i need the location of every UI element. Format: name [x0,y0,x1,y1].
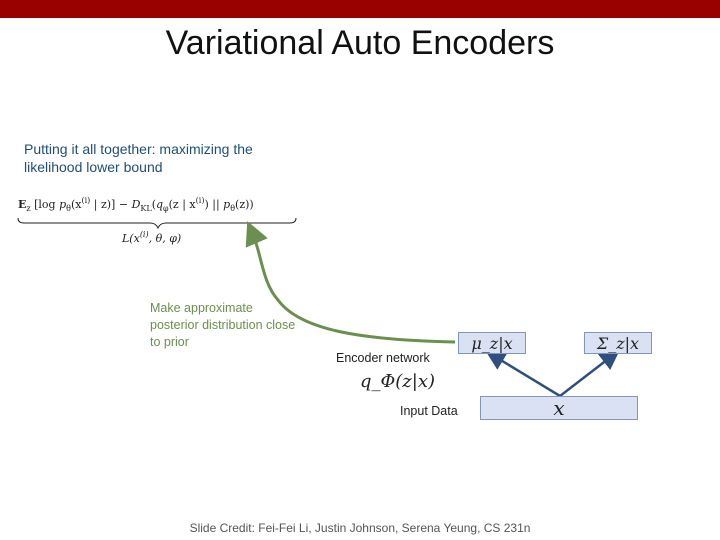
top-accent-bar [0,0,720,18]
green-callout-arrow [245,220,456,344]
mu-label: μ_z|x [471,333,513,353]
intro-text: Putting it all together: maximizing the … [24,141,253,175]
x-label: x [553,396,565,420]
slide-title: Variational Auto Encoders [165,24,555,62]
callout-text: Make approximate posterior distribution … [150,301,296,349]
sigma-label: Σ_z|x [596,333,640,353]
mu-box: μ_z|x [458,332,526,354]
input-x-box: x [480,396,638,420]
formula-expression: Ez [log pθ(x(i) | z)] − DKL(qφ(z | x(i))… [18,196,254,213]
formula-underbrace [17,217,297,230]
arrow-to-mu [485,350,561,398]
input-data-label: Input Data [400,404,458,418]
encoder-network-label: Encoder network [336,351,430,365]
underbrace-label: L(x(i), θ, φ) [121,230,181,245]
encoder-symbol: q_Φ(z|x) [360,371,436,392]
slide-credit: Slide Credit: Fei-Fei Li, Justin Johnson… [189,521,531,535]
arrow-to-sigma [559,349,620,397]
elbo-formula: Ez [log pθ(x(i) | z)] − DKL(qφ(z | x(i))… [17,196,297,245]
sigma-box: Σ_z|x [584,332,652,354]
